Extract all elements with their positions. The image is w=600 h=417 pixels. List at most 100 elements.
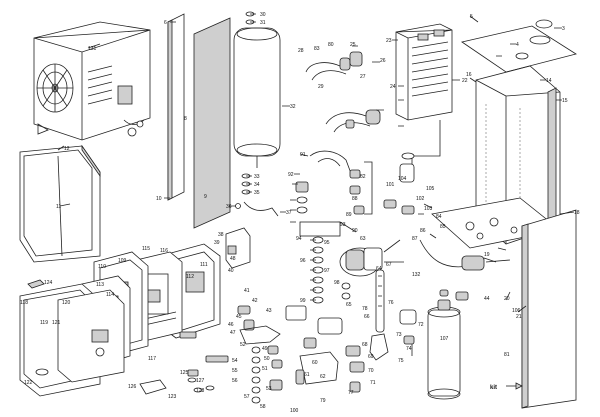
ref-3: 3 [562, 26, 565, 32]
ref-26: 26 [380, 58, 386, 64]
cable-clip [27, 279, 45, 289]
ref-91: 91 [300, 152, 306, 158]
ref-76: 76 [388, 300, 394, 306]
ref-19: 19 [484, 252, 490, 258]
ref-117: 117 [148, 356, 156, 362]
ref-41: 41 [244, 288, 250, 294]
ref-53: 53 [266, 386, 272, 392]
ref-25: 25 [350, 42, 356, 48]
ref-11: 11 [56, 204, 61, 210]
ref-64: 64 [376, 266, 382, 272]
ref-106: 106 [512, 308, 521, 314]
ref-67: 67 [386, 262, 392, 268]
ref-112: 112 [186, 274, 194, 280]
ref-54: 54 [232, 358, 238, 364]
ref-18: 18 [574, 210, 580, 216]
ref-9: 9 [204, 194, 207, 200]
cabinet-top-cover [461, 19, 577, 73]
ref-12: 12 [64, 146, 70, 152]
ref-32: 32 [290, 104, 296, 110]
valve-group-bottom [285, 305, 389, 393]
ref-95: 95 [324, 240, 330, 246]
ref-101: 101 [386, 182, 395, 188]
ref-10: 10 [156, 196, 162, 202]
ref-88: 88 [352, 196, 358, 202]
ref-122: 122 [24, 380, 33, 386]
ref-31: 31 [260, 20, 266, 26]
ref-85: 85 [440, 224, 446, 230]
relief-valve-bracket [139, 379, 167, 395]
ref-80: 80 [328, 42, 334, 48]
ref-44: 44 [484, 296, 490, 302]
ref-105: 105 [426, 186, 435, 192]
hose-long [419, 239, 511, 301]
ref-5: 5 [470, 14, 473, 20]
ref-127: 127 [196, 378, 205, 384]
valve-cover [117, 85, 133, 105]
circulator-pump [339, 239, 404, 277]
water-pipes-top [305, 51, 381, 177]
ref-42: 42 [252, 298, 258, 304]
ref-96: 96 [300, 258, 306, 264]
ref-110: 110 [98, 264, 106, 270]
ref-84: 84 [436, 214, 442, 220]
ref-87: 87 [412, 236, 418, 242]
ref-48: 48 [230, 256, 236, 262]
ref-24: 24 [390, 84, 396, 90]
side-panel-left [167, 13, 185, 201]
ref-21: 21 [516, 314, 522, 320]
ref-102: 102 [416, 196, 425, 202]
ref-14: 14 [546, 78, 552, 84]
ref-35: 35 [254, 190, 260, 196]
small-fittings-column [235, 11, 279, 217]
ref-118: 118 [20, 300, 28, 306]
ref-28: 28 [298, 48, 304, 54]
ref-56: 56 [232, 378, 238, 384]
ref-128: 128 [196, 388, 205, 394]
ref-57: 57 [244, 394, 250, 400]
ref-4: 4 [516, 42, 519, 48]
ref-86: 86 [420, 228, 426, 234]
outdoor-unit [33, 21, 151, 141]
ref-93: 93 [340, 222, 346, 228]
ref-36: 36 [226, 204, 232, 210]
ref-121: 121 [52, 320, 61, 326]
kit-label: kit [490, 385, 497, 391]
ref-73: 73 [396, 332, 402, 338]
front-panel [19, 144, 101, 263]
ref-20: 20 [504, 296, 510, 302]
ref-6: 6 [164, 20, 167, 26]
ref-125: 125 [180, 370, 189, 376]
drain-pipe-vertical [375, 269, 385, 333]
pipe-assembly-bottom [239, 325, 283, 404]
ref-69: 69 [368, 354, 374, 360]
side-vents [87, 65, 113, 105]
ref-113: 113 [96, 282, 104, 288]
ref-82: 82 [360, 174, 366, 180]
ref-111: 111 [200, 262, 208, 268]
ref-70: 70 [368, 368, 374, 374]
diverter-valve [349, 152, 415, 215]
ref-115: 115 [142, 246, 150, 252]
top-connector [417, 33, 429, 41]
ref-119: 119 [40, 320, 48, 326]
ref-8: 8 [184, 116, 187, 122]
ref-23: 23 [386, 38, 392, 44]
ref-43: 43 [266, 308, 272, 314]
ref-123: 123 [168, 394, 177, 400]
ref-68: 68 [362, 342, 368, 348]
ref-92: 92 [288, 172, 294, 178]
ref-99: 99 [300, 298, 306, 304]
small-valves-right [399, 309, 417, 356]
fan-grille [36, 63, 74, 113]
ref-37: 37 [286, 210, 292, 216]
ref-131: 131 [88, 46, 97, 52]
ref-126: 126 [128, 384, 137, 390]
ref-46: 46 [228, 322, 234, 328]
expansion-vessel [233, 27, 281, 168]
backup-heater [427, 299, 461, 400]
ref-16: 16 [466, 72, 472, 78]
ref-61: 61 [304, 372, 310, 378]
ref-63: 63 [360, 236, 366, 242]
